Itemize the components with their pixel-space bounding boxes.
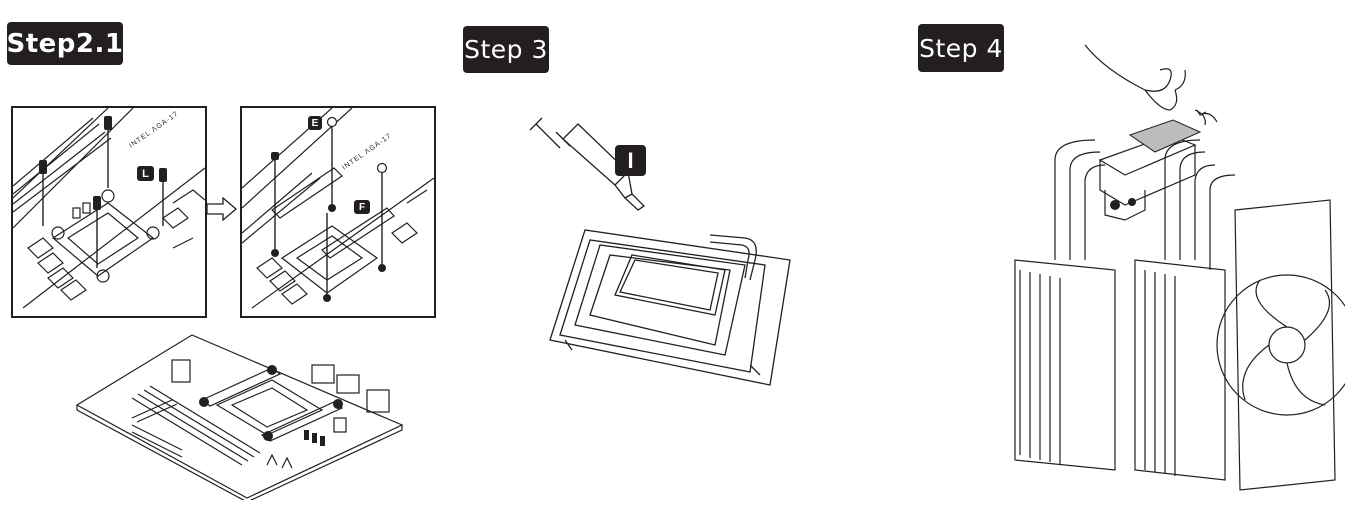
svg-text:ΙΝΤΕL ΛGA-17: ΙΝΤΕL ΛGA-17 bbox=[128, 110, 180, 149]
part-label-f: F bbox=[354, 200, 370, 214]
motherboard-assembled-illustration bbox=[75, 334, 404, 500]
part-label-e: E bbox=[308, 116, 322, 130]
part-label-i: I bbox=[615, 145, 646, 176]
cpu-cooler-illustration bbox=[1014, 44, 1345, 491]
standoff-install-panel: ΙΝΤΕL ΛGA-17 L bbox=[11, 106, 207, 318]
step-4-badge: Step 4 bbox=[918, 24, 1004, 72]
step-2-1-badge: Step2.1 bbox=[7, 22, 123, 65]
thermal-paste-illustration bbox=[529, 117, 791, 386]
step-3-badge: Step 3 bbox=[463, 26, 549, 73]
mounting-bar-panel: ΙΝΤΕL ΛGA-17 E F bbox=[240, 106, 436, 318]
part-label-l: L bbox=[137, 166, 154, 181]
standoff-illustration: ΙΝΤΕL ΛGA-17 bbox=[13, 108, 205, 309]
mounting-bar-illustration: ΙΝΤΕL ΛGA-17 bbox=[242, 108, 434, 309]
right-arrow-icon bbox=[206, 197, 238, 221]
